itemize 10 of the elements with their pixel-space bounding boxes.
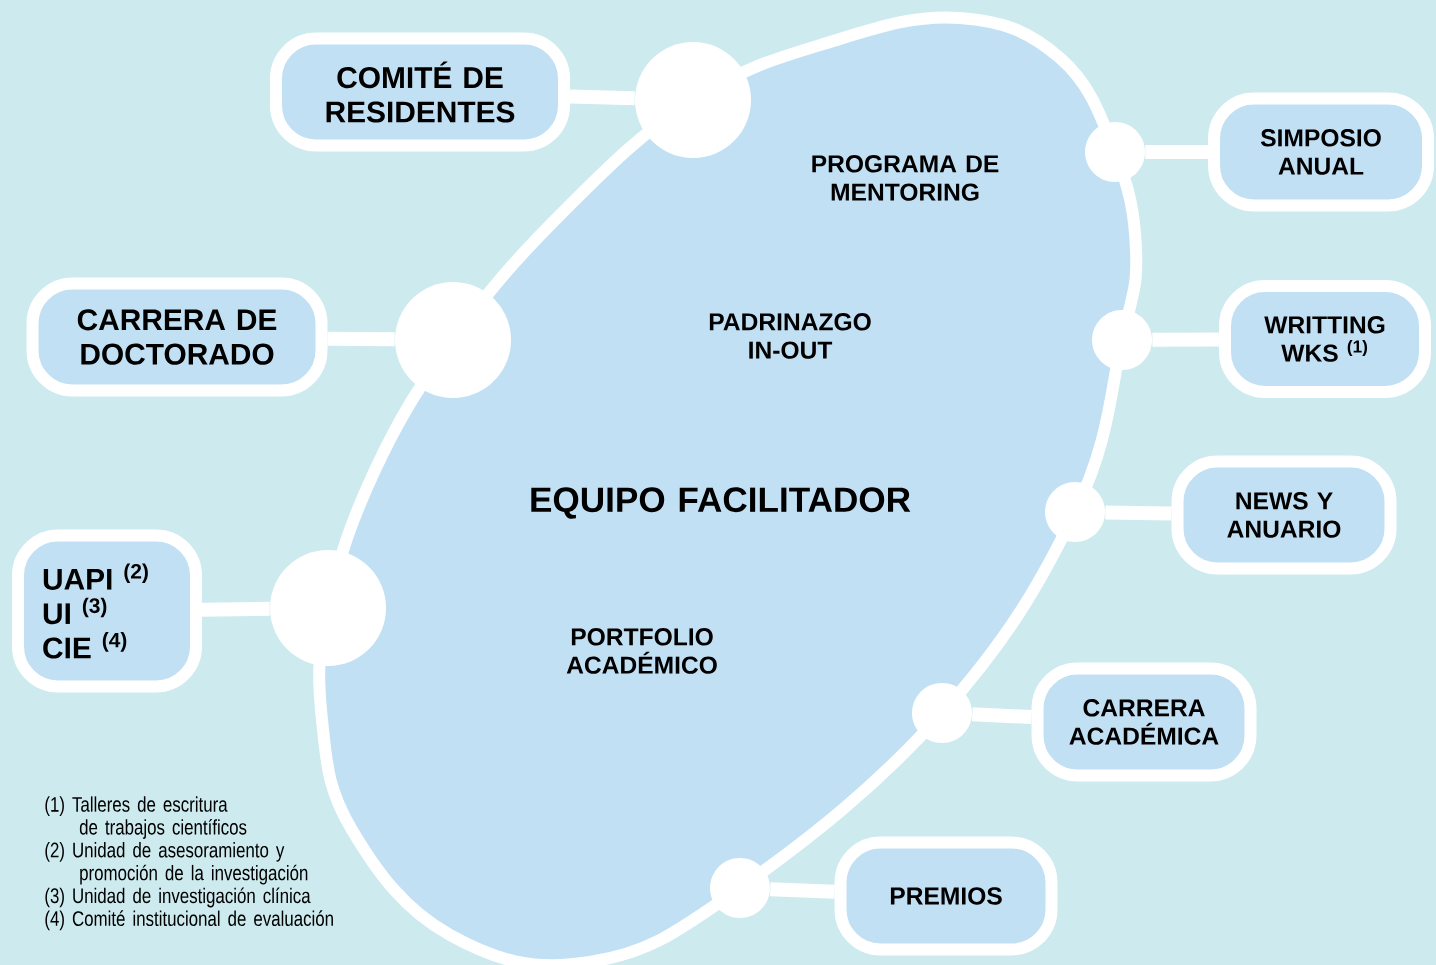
rounded-box: UAPI $^{(2)}$ UI $^{(3)}$ CIE $^{(4)}$ xyxy=(12,529,202,693)
footnote: (1) Talleres de escritura de trabajos científicos xyxy=(45,796,247,839)
rounded-box: CARRERA DE DOCTORADO xyxy=(26,277,328,397)
rounded-box: SIMPOSIO ANUAL xyxy=(1208,92,1434,212)
connector-line xyxy=(1152,332,1220,347)
rounded-box: WRITTING WKS $^{(1)}$ xyxy=(1219,280,1431,398)
connector-line xyxy=(201,601,270,617)
connector-line xyxy=(1145,145,1208,159)
rounded-box: NEWS Y ANUARIO xyxy=(1171,455,1397,575)
footnote: (4) Comité institucional de evaluación xyxy=(45,910,333,931)
